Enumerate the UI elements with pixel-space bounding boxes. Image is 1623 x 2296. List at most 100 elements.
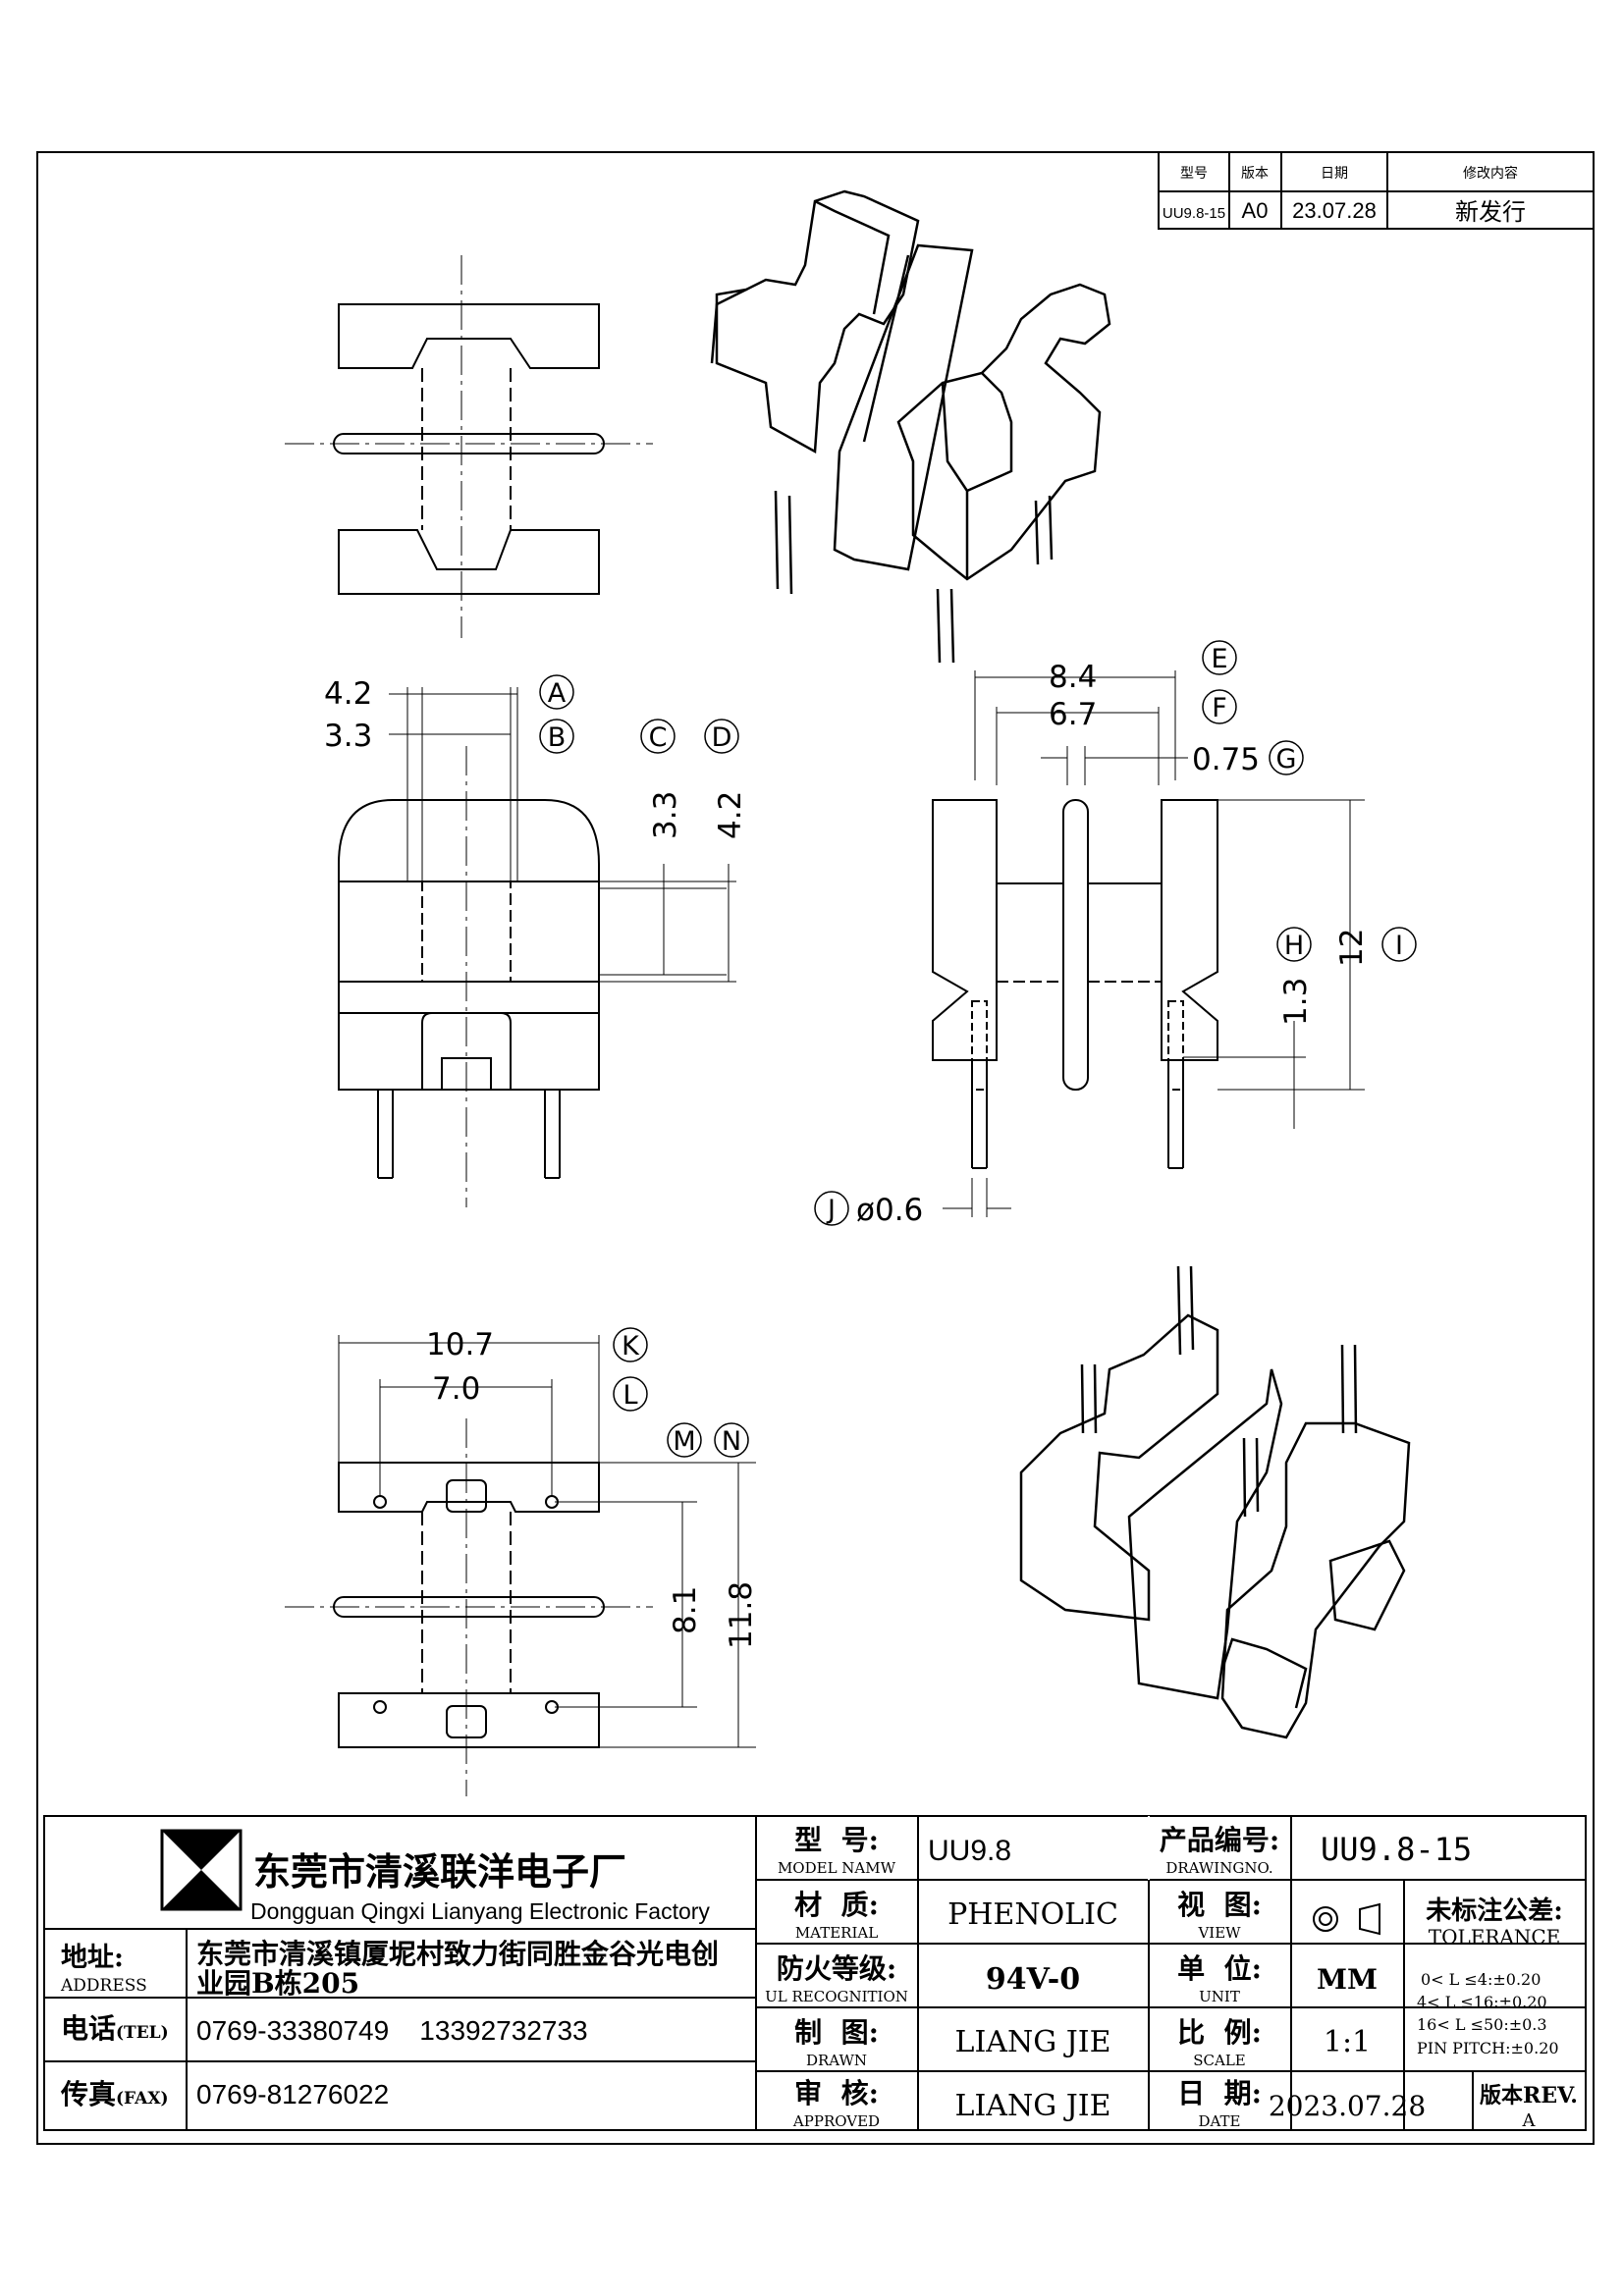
bottom-view bbox=[285, 1335, 756, 1796]
callouts: A B C D E F G H I J K L M N bbox=[539, 640, 1417, 1458]
tolerance-line: PIN PITCH:±0.20 bbox=[1417, 2039, 1559, 2057]
drawingno-label: 产品编号: bbox=[1160, 1824, 1279, 1856]
callout-a: A bbox=[539, 674, 574, 710]
tolerance-line: 16< L ≤50:±0.3 bbox=[1417, 2015, 1547, 2034]
model-label-en: MODEL NAMW bbox=[778, 1859, 896, 1877]
dim-side-h1: 3.3 bbox=[648, 791, 683, 839]
dim-bottom-w1: 10.7 bbox=[426, 1327, 494, 1362]
approved-value: LIANG JIE bbox=[955, 2089, 1111, 2123]
fax-value: 0769-81276022 bbox=[196, 2079, 389, 2109]
iso-view-bottom bbox=[1019, 1265, 1411, 1739]
address-label: 地址: bbox=[61, 1943, 124, 1973]
approved-label-en: APPROVED bbox=[792, 2112, 880, 2130]
dim-height: 12 bbox=[1334, 929, 1370, 967]
svg-text:K: K bbox=[622, 1331, 640, 1362]
svg-text:F: F bbox=[1212, 693, 1227, 723]
approved-label: 审 核: bbox=[794, 2077, 879, 2109]
address-label-en: ADDRESS bbox=[60, 1976, 147, 1996]
top-view bbox=[285, 255, 653, 638]
view-label-en: VIEW bbox=[1197, 1924, 1241, 1942]
fax-label-en: (FAX) bbox=[116, 2089, 169, 2109]
revision-table bbox=[1158, 151, 1595, 230]
model-label: 型 号: bbox=[794, 1824, 879, 1856]
dim-top-w2: 3.3 bbox=[324, 719, 372, 754]
svg-text:J: J bbox=[826, 1195, 836, 1225]
tel-label-cn: 电话 bbox=[61, 2012, 116, 2045]
rev-header-model: 型号 bbox=[1180, 165, 1208, 181]
callout-g: G bbox=[1269, 740, 1304, 775]
svg-text:M: M bbox=[673, 1426, 695, 1457]
unit-label: 单 位: bbox=[1177, 1952, 1262, 1985]
side-view bbox=[338, 687, 736, 1207]
svg-text:E: E bbox=[1211, 644, 1227, 674]
callout-i: I bbox=[1381, 927, 1417, 962]
callout-n: N bbox=[714, 1422, 749, 1458]
drawingno-label-en: DRAWINGNO. bbox=[1165, 1859, 1272, 1877]
projection-symbol bbox=[1313, 1902, 1380, 1936]
fax-label-cn: 传真 bbox=[60, 2078, 116, 2110]
drawn-label: 制 图: bbox=[794, 2016, 879, 2049]
date-value: 2023.07.28 bbox=[1269, 2090, 1426, 2122]
iso-view-top bbox=[710, 189, 1111, 664]
callout-b: B bbox=[539, 719, 574, 754]
svg-text:L: L bbox=[622, 1380, 637, 1411]
address-line2: 业园B栋205 bbox=[196, 1967, 359, 2000]
dim-flange: 0.75 bbox=[1192, 742, 1260, 777]
front-view bbox=[932, 670, 1365, 1217]
scale-label: 比 例: bbox=[1177, 2016, 1262, 2049]
tolerance-title-en: TOLERANCE bbox=[1429, 1925, 1561, 1949]
tel-label-en: (TEL) bbox=[116, 2023, 169, 2043]
address-line1: 东莞市清溪镇厦坭村致力街同胜金谷光电创 bbox=[196, 1938, 719, 1970]
svg-text:G: G bbox=[1276, 744, 1297, 774]
drawn-label-en: DRAWN bbox=[806, 2052, 867, 2069]
tolerance-line: 4< L ≤16:±0.20 bbox=[1417, 1993, 1547, 2011]
tolerance-line: 0< L ≤4:±0.20 bbox=[1421, 1970, 1541, 1989]
svg-text:D: D bbox=[712, 722, 732, 753]
svg-text:N: N bbox=[722, 1426, 741, 1457]
material-label: 材 质: bbox=[794, 1889, 879, 1921]
callout-m: M bbox=[667, 1422, 702, 1458]
dim-side-h2: 4.2 bbox=[713, 791, 748, 839]
svg-text:A: A bbox=[548, 678, 567, 709]
company-name-en: Dongguan Qingxi Lianyang Electronic Fact… bbox=[250, 1898, 710, 1924]
rev-header-content: 修改内容 bbox=[1463, 165, 1518, 181]
fax-label: 传真(FAX) bbox=[60, 2078, 169, 2110]
scale-value: 1:1 bbox=[1324, 2025, 1371, 2059]
view-label: 视 图: bbox=[1177, 1889, 1262, 1921]
callout-l: L bbox=[613, 1376, 648, 1412]
scale-label-en: SCALE bbox=[1193, 2052, 1246, 2069]
callout-e: E bbox=[1202, 640, 1237, 675]
dim-top-w1: 4.2 bbox=[324, 676, 372, 712]
svg-text:H: H bbox=[1284, 931, 1304, 961]
callout-k: K bbox=[613, 1327, 648, 1362]
title-block-grid bbox=[43, 1815, 1587, 2131]
callout-c: C bbox=[640, 719, 676, 754]
revision-label: 版本REV. bbox=[1480, 2083, 1578, 2109]
date-label: 日 期: bbox=[1177, 2077, 1262, 2109]
tolerance-title: 未标注公差: bbox=[1426, 1896, 1563, 1926]
fire-label: 防火等级: bbox=[777, 1952, 896, 1985]
model-value: UU9.8 bbox=[928, 1835, 1011, 1867]
sheet-border bbox=[36, 151, 1595, 2145]
callout-h: H bbox=[1276, 927, 1312, 962]
unit-value: MM bbox=[1317, 1963, 1378, 1996]
drawingno-value: UU9.8-15 bbox=[1321, 1831, 1472, 1868]
dim-front-w2: 6.7 bbox=[1049, 697, 1097, 732]
callout-j: J bbox=[814, 1191, 849, 1226]
rev-date: 23.07.28 bbox=[1292, 198, 1377, 223]
dim-pin-len: 1.3 bbox=[1278, 978, 1314, 1026]
svg-text:B: B bbox=[548, 722, 567, 753]
rev-header-date: 日期 bbox=[1321, 165, 1348, 181]
date-label-en: DATE bbox=[1199, 2112, 1241, 2130]
material-label-en: MATERIAL bbox=[795, 1924, 878, 1942]
dim-pin-dia: ø0.6 bbox=[856, 1193, 923, 1228]
fire-label-en: UL RECOGNITION bbox=[765, 1988, 908, 2005]
dim-pin-span: 8.1 bbox=[668, 1586, 703, 1634]
rev-model: UU9.8-15 bbox=[1163, 205, 1225, 222]
unit-label-en: UNIT bbox=[1199, 1988, 1240, 2005]
company-logo bbox=[160, 1829, 243, 1911]
callout-f: F bbox=[1202, 689, 1237, 724]
rev-content: 新发行 bbox=[1455, 199, 1526, 226]
tel-label: 电话(TEL) bbox=[61, 2012, 169, 2045]
